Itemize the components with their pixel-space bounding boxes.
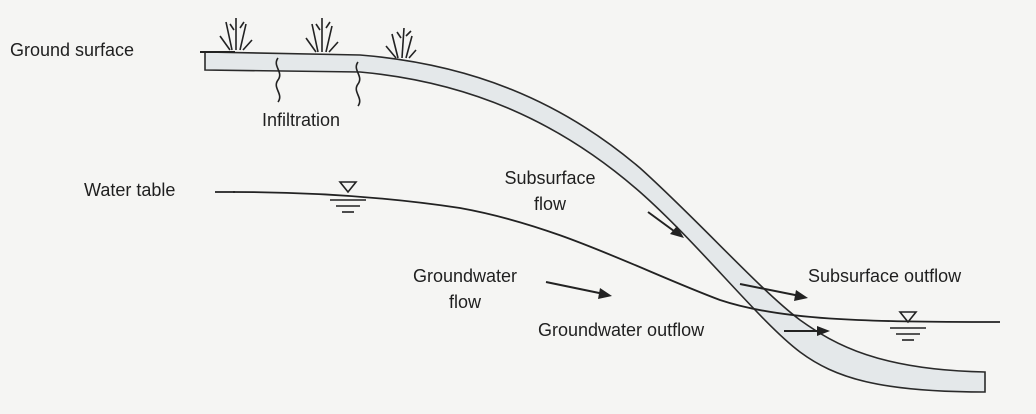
groundwater-flow-label-line1: Groundwater — [412, 266, 518, 286]
grass-tufts — [219, 18, 417, 59]
water-table-line — [232, 191, 1001, 323]
groundwater-flow-label-line2: flow — [448, 292, 481, 312]
subsurface-outflow-label: Subsurface outflow — [808, 266, 962, 286]
subsurface-flow-label-line2: flow — [533, 194, 566, 214]
infiltration-paths — [275, 57, 361, 107]
ground-surface-label: Ground surface — [10, 40, 135, 60]
infiltration-squiggle-1 — [275, 57, 281, 103]
water-table-symbol-left — [330, 181, 366, 213]
subsurface-outflow-arrow — [739, 283, 808, 301]
infiltration-squiggle-2 — [355, 61, 361, 107]
soil-layer — [204, 51, 986, 393]
grass-tuft-1 — [219, 18, 253, 51]
groundwater-outflow-arrow — [784, 326, 830, 336]
water-table-label: Water table — [84, 180, 176, 200]
water-table-symbol-right — [890, 311, 926, 341]
grass-tuft-2 — [305, 18, 339, 53]
subsurface-flow-arrow — [647, 211, 684, 238]
subsurface-flow-label: Subsurface flow — [500, 168, 600, 214]
flow-arrows — [545, 211, 830, 336]
groundwater-flow-label: Groundwater flow — [406, 266, 524, 312]
groundwater-outflow-label: Groundwater outflow — [538, 320, 705, 340]
grass-tuft-3 — [385, 27, 417, 59]
subsurface-flow-label-line1: Subsurface — [504, 168, 596, 188]
infiltration-label: Infiltration — [262, 110, 341, 130]
groundwater-flow-arrow — [545, 281, 612, 299]
